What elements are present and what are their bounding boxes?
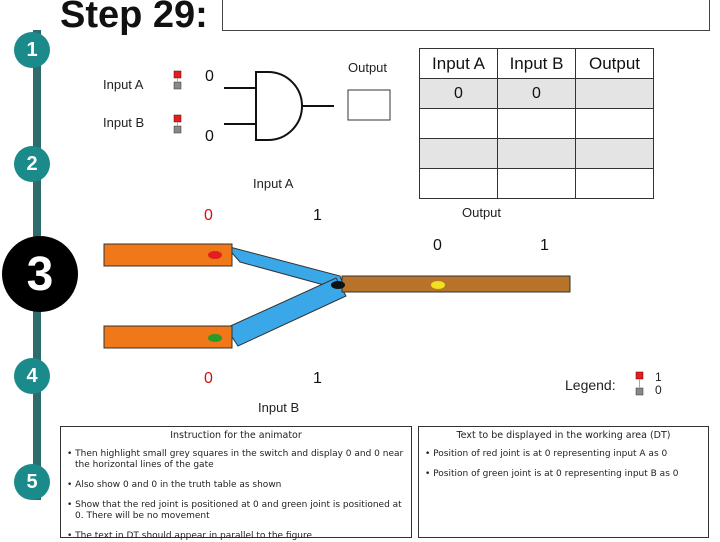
truth-cell — [497, 168, 576, 199]
animator-instruction-item: Also show 0 and 0 in the truth table as … — [67, 480, 405, 491]
anim-output-label: Output — [462, 205, 502, 220]
dt-text-item: Position of red joint is at 0 representi… — [425, 449, 702, 460]
anim-a-zero: 0 — [204, 207, 213, 224]
truth-header-output: Output — [575, 48, 654, 79]
truth-table: Input A Input B Output 0 0 — [419, 48, 654, 199]
legend-label: Legend: — [565, 377, 616, 393]
truth-cell — [419, 108, 498, 139]
truth-cell: 0 — [419, 78, 498, 109]
dt-text-item: Position of green joint is at 0 represen… — [425, 469, 702, 480]
anim-out-zero: 0 — [433, 237, 442, 254]
truth-cell — [497, 138, 576, 169]
animator-instruction-item: The text in DT should appear in parallel… — [67, 531, 405, 542]
animator-instruction-item: Show that the red joint is positioned at… — [67, 500, 405, 522]
step-4[interactable]: 4 — [14, 358, 50, 394]
page-title: Step 29: — [60, 0, 208, 36]
dt-text-box: Text to be displayed in the working area… — [418, 426, 709, 538]
anim-input-b-label: Input B — [258, 400, 300, 415]
animator-instructions-header: Instruction for the animator — [170, 430, 302, 441]
truth-header-input-a: Input A — [419, 48, 498, 79]
truth-cell — [575, 168, 654, 199]
anim-input-a-label: Input A — [253, 176, 294, 191]
dt-text-header: Text to be displayed in the working area… — [456, 430, 671, 441]
green-joint — [208, 334, 222, 342]
truth-cell — [575, 138, 654, 169]
switch-a[interactable] — [173, 70, 182, 90]
truth-cell: 0 — [497, 78, 576, 109]
output-bar — [341, 275, 571, 293]
truth-cell — [419, 138, 498, 169]
anim-out-one: 1 — [540, 237, 549, 254]
truth-cell — [497, 108, 576, 139]
legend-switch-icon — [635, 371, 644, 396]
gate-input-b-label: Input B — [103, 115, 145, 130]
anim-b-zero: 0 — [204, 370, 213, 387]
gate-input-a-label: Input A — [103, 77, 144, 92]
legend-one: 1 — [655, 370, 662, 384]
step-3[interactable]: 3 — [2, 236, 78, 312]
step-1[interactable]: 1 — [14, 32, 50, 68]
anim-b-one: 1 — [313, 370, 322, 387]
and-gate — [224, 71, 334, 141]
gate-output-label: Output — [348, 60, 388, 75]
yellow-marker — [431, 281, 445, 289]
input-a-bar — [103, 243, 233, 267]
truth-cell — [419, 168, 498, 199]
legend-zero: 0 — [655, 383, 662, 397]
gate-input-b-value: 0 — [205, 128, 214, 145]
step-5[interactable]: 5 — [14, 464, 50, 500]
anim-a-one: 1 — [313, 207, 322, 224]
gate-output-box — [347, 89, 391, 121]
truth-cell — [575, 78, 654, 109]
center-joint — [331, 281, 345, 289]
red-joint — [208, 251, 222, 259]
input-b-bar — [103, 325, 233, 349]
truth-cell — [575, 108, 654, 139]
truth-header-input-b: Input B — [497, 48, 576, 79]
switch-b[interactable] — [173, 114, 182, 134]
joint-mechanism — [103, 243, 571, 349]
step-2[interactable]: 2 — [14, 146, 50, 182]
gate-input-a-value: 0 — [205, 68, 214, 85]
animator-instructions-box: Instruction for the animator Then highli… — [60, 426, 412, 541]
title-box — [222, 0, 710, 31]
animator-instruction-item: Then highlight small grey squares in the… — [67, 449, 405, 471]
